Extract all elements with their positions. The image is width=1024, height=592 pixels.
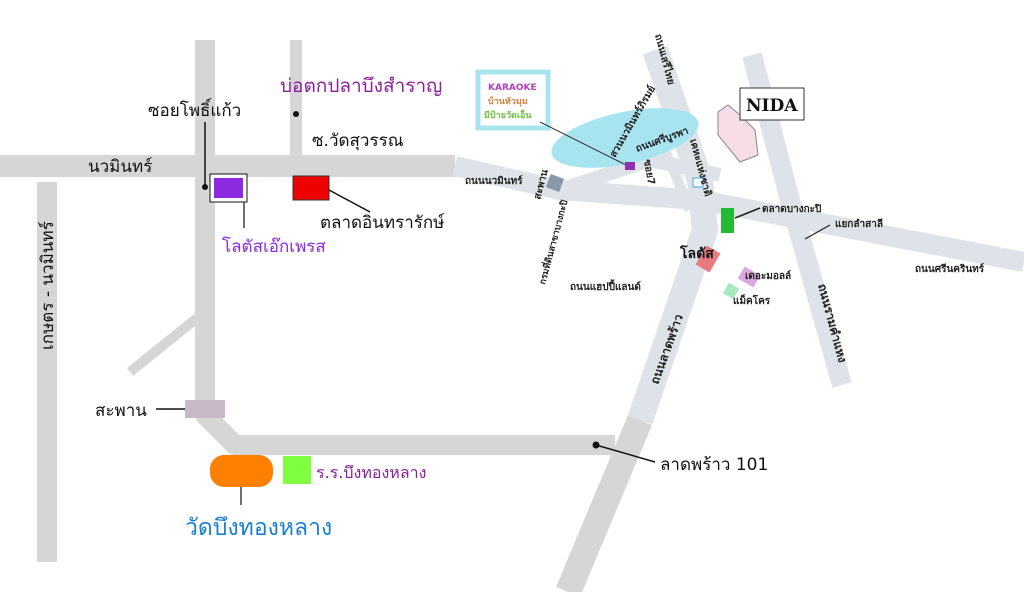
lotus-label: โลตัส — [679, 244, 714, 262]
karaoke-box — [475, 69, 551, 131]
makro-marker — [722, 282, 740, 300]
karaoke-marker — [625, 162, 635, 170]
road-nawamin-right — [452, 156, 1024, 272]
karaoke-label: KARAOKE — [488, 83, 537, 93]
land-dept-label: กรมที่ดินสาขาบางกะปิ — [535, 198, 570, 286]
bangkapi-market-marker — [721, 208, 734, 233]
nawamin-rd-label: ถนนนวมินทร์ — [465, 175, 523, 187]
nida-label: NIDA — [746, 96, 798, 116]
school-label: ร.ร.บึงทองหลาง — [316, 463, 426, 482]
lotus-express-marker — [214, 178, 243, 198]
indra-market-label: ตลาดอินทรารักษ์ — [320, 213, 445, 233]
makro-label: แม็คโคร — [733, 293, 771, 307]
soi7-label: ซอย7 — [641, 159, 656, 186]
nida-box — [739, 87, 805, 121]
road-soi-pho-kaeo — [195, 40, 615, 455]
road-ladprao-lower — [556, 414, 652, 592]
lotus-express-label: โลตัสเอ๊กเพรส — [222, 236, 326, 257]
bangkapi-market-label: ตลาดบางกะปิ — [762, 203, 821, 215]
kheha-marker — [692, 177, 704, 188]
kaset-nawamin-label: เกษตร - นวมินทร์ — [38, 221, 58, 350]
pond-label: บ่อตกปลาบึงสำราญ — [280, 75, 442, 97]
mall-label: เดอะมอลล์ — [745, 270, 791, 282]
road-branch — [126, 314, 201, 376]
karaoke-line2: บ้านหัวมุม — [488, 96, 528, 107]
left-roads — [0, 40, 652, 592]
karaoke-pointer — [539, 121, 631, 168]
bridge-marker-right — [546, 174, 564, 192]
soi-pho-kaeo-label: ซอยโพธิ์แก้ว — [148, 98, 241, 121]
road-ladprao — [627, 45, 718, 425]
soi-wat-suwan-label: ซ.วัดสุวรรณ — [312, 131, 404, 151]
school-marker — [283, 456, 311, 484]
mall-marker — [737, 266, 761, 288]
lamsali-label: แยกลำสาลี — [835, 218, 883, 230]
temple-label: วัดบึงทองหลาง — [185, 515, 332, 541]
park-lake — [551, 108, 699, 168]
ladprao101-label: ลาดพร้าว 101 — [660, 455, 768, 475]
srinakarin-label: ถนนศรีนครินทร์ — [915, 263, 985, 275]
nida-building — [717, 104, 759, 163]
nawamin-label: นวมินทร์ — [88, 157, 152, 177]
indra-market-marker — [292, 175, 330, 201]
happyland-label: ถนนแฮปปี้แลนด์ — [570, 279, 641, 293]
lotus-marker — [695, 245, 721, 273]
karaoke-line3: มีป้ายวัดเอ็น — [484, 108, 532, 121]
bridge-marker — [185, 400, 225, 418]
bridge-label: สะพาน — [95, 401, 147, 421]
road-soi-small — [660, 148, 695, 212]
temple-marker — [210, 455, 273, 487]
